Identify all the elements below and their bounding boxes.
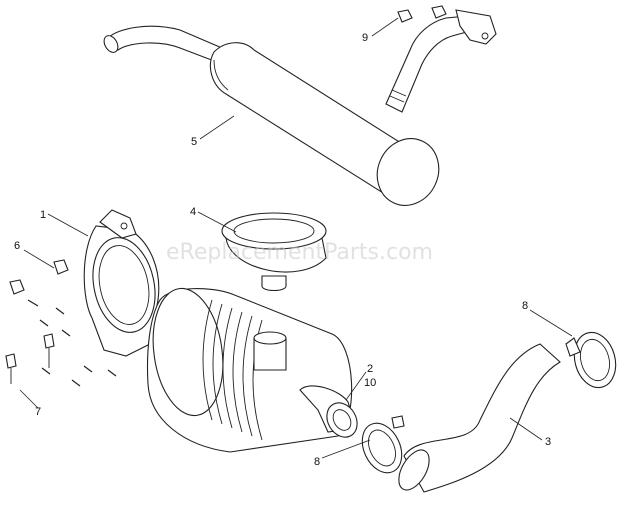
callout-5: 5 xyxy=(191,136,198,148)
watermark-text: eReplacementParts.com xyxy=(166,240,433,265)
callout-10: 10 xyxy=(364,377,377,389)
mounting-band xyxy=(83,209,160,357)
muffler xyxy=(103,5,497,206)
callout-1: 1 xyxy=(40,209,47,221)
leader-lines xyxy=(19,17,573,459)
precleaner-cap xyxy=(221,212,327,292)
callout-9: 9 xyxy=(362,32,369,44)
air-cleaner-body xyxy=(146,287,358,453)
callout-2: 2 xyxy=(367,363,374,375)
callout-6: 6 xyxy=(14,240,21,252)
callout-8-lower: 8 xyxy=(314,456,321,468)
callout-3: 3 xyxy=(545,436,552,448)
hose-clamp-lower xyxy=(361,415,405,474)
fasteners xyxy=(5,259,117,387)
callout-8-upper: 8 xyxy=(522,300,529,312)
callout-7: 7 xyxy=(35,406,42,418)
intake-hose xyxy=(398,343,561,493)
callout-4: 4 xyxy=(190,206,197,218)
hose-clamp-upper xyxy=(565,331,617,389)
